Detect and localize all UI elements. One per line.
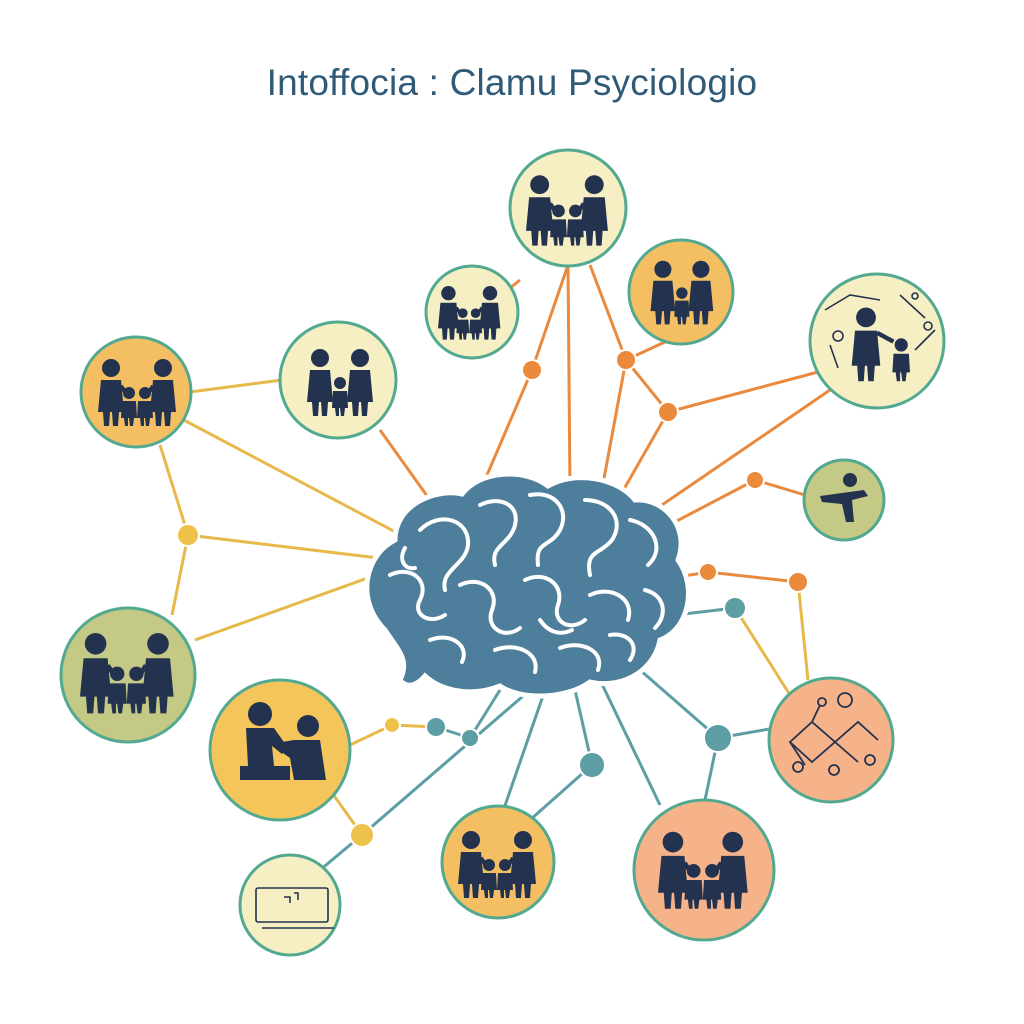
connector-dot: [460, 728, 480, 748]
node-parent-child-hug: [278, 320, 398, 440]
link-line: [588, 264, 628, 361]
link-line: [566, 264, 572, 491]
connector-dot: [787, 571, 809, 593]
link-line: [361, 688, 531, 837]
link-line: [639, 668, 719, 740]
link-line: [179, 416, 421, 547]
link-line: [796, 581, 810, 681]
link-line: [187, 533, 396, 562]
node-network-map: [767, 676, 895, 804]
page-title: Intoffocia : Clamu Psyciologio: [266, 62, 758, 103]
connector-dot: [521, 359, 543, 381]
connector-dot: [745, 470, 765, 490]
network-icon: [788, 692, 879, 776]
node-parent-child-orange: [627, 238, 735, 346]
connector-dot: [698, 562, 718, 582]
link-line: [639, 388, 831, 522]
connector-dot: [657, 401, 679, 423]
brain-icon: [364, 471, 691, 699]
connector-dot: [723, 596, 747, 620]
link-line: [498, 689, 547, 821]
connector-dot: [703, 723, 733, 753]
link-line: [170, 534, 190, 616]
node-family-bottom: [440, 804, 556, 920]
connector-dot: [425, 716, 447, 738]
link-line: [598, 359, 628, 501]
caregiving-icon: [240, 702, 326, 780]
link-line: [378, 429, 432, 501]
link-line: [530, 264, 570, 371]
node-family-top: [508, 148, 628, 268]
node-family-left: [79, 335, 193, 449]
node-family-hands: [632, 798, 776, 942]
connector-dot: [349, 822, 375, 848]
node-family-lower-left: [59, 606, 197, 744]
child-icon: [820, 473, 868, 522]
node-kneeling-pair: [208, 678, 352, 822]
link-line: [707, 570, 799, 584]
device-icon: [255, 887, 334, 929]
link-line: [194, 568, 391, 642]
connection-lines: [158, 264, 831, 872]
node-device: [238, 853, 342, 957]
connector-dot: [176, 523, 200, 547]
link-line: [624, 359, 670, 413]
link-line: [189, 378, 283, 394]
connector-dot: [578, 751, 606, 779]
link-line: [598, 679, 662, 806]
connector-dot: [615, 349, 637, 371]
link-line: [733, 607, 792, 696]
connector-dot: [383, 716, 401, 734]
connector-dots: [176, 349, 809, 848]
adult-child-icon: [851, 307, 910, 382]
link-line: [667, 370, 819, 414]
link-line: [158, 444, 190, 536]
node-child-play: [802, 458, 886, 542]
node-family-small: [424, 264, 520, 360]
node-adult-child-right: [808, 272, 946, 410]
